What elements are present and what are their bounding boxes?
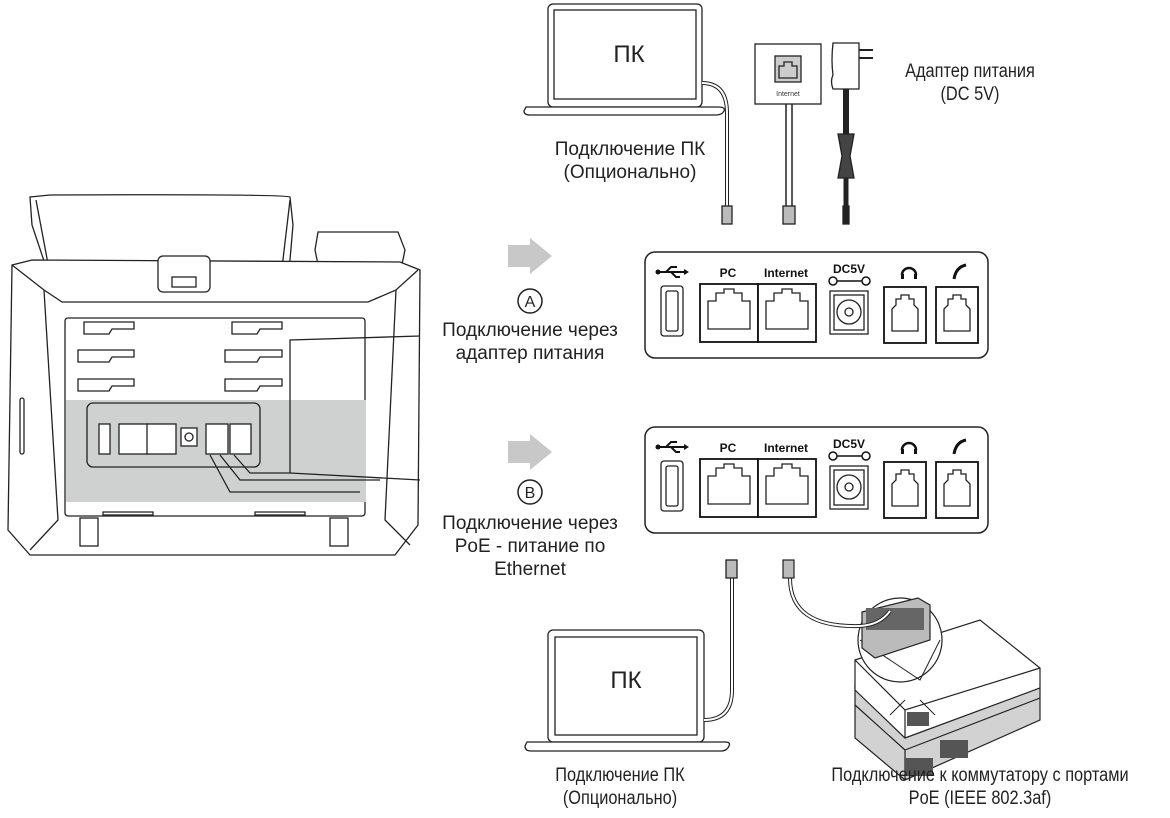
- power-adapter: [830, 42, 873, 225]
- wall-jack-label: Internet: [776, 91, 800, 98]
- badge-b: B: [517, 479, 543, 505]
- internet-port-label: Internet: [764, 441, 808, 455]
- handset-icon: [952, 263, 967, 280]
- laptop-label: ПК: [613, 41, 644, 68]
- option-b-label: Подключение через PoE - питание по Ether…: [420, 512, 640, 581]
- internet-port-label: Internet: [764, 266, 808, 280]
- arrow-a: [508, 238, 552, 274]
- internet-port: [757, 283, 817, 343]
- top-pc-connection-line2: (Опционально): [563, 162, 697, 183]
- adapter-line2: (DC 5V): [940, 84, 1000, 105]
- usb-icon: [655, 441, 689, 453]
- port-panel-a: PC Internet DC5V: [644, 251, 989, 359]
- dc-port-label: DC5V: [833, 262, 865, 276]
- bottom-pc-connection-label: Подключение ПК (Опционально): [534, 764, 706, 810]
- port-panel-b: PC Internet DC5V: [644, 426, 989, 534]
- laptop-bottom-label: ПК: [610, 667, 641, 694]
- svg-text:B: B: [525, 485, 536, 502]
- option-b-line2: PoE - питание по: [454, 536, 606, 557]
- pc-port-label: PC: [720, 441, 737, 455]
- option-a-line1: Подключение через: [442, 320, 618, 341]
- option-a-label: Подключение через адаптер питания: [420, 319, 640, 365]
- headset-icon: [900, 266, 918, 276]
- handset-icon: [952, 438, 967, 455]
- headset-icon: [900, 441, 918, 451]
- arrow-b: [508, 434, 552, 470]
- headset-port: [883, 461, 927, 519]
- top-pc-connection-label: Подключение ПК (Опционально): [530, 138, 730, 184]
- option-b-line1: Подключение через: [442, 513, 618, 534]
- adapter-line1: Адаптер питания: [905, 61, 1035, 82]
- dc-port: [829, 290, 869, 335]
- switch-line1: Подключение к коммутатору с портами: [831, 765, 1129, 786]
- bottom-pc-connection-line1: Подключение ПК: [555, 765, 685, 786]
- poe-switch: [782, 559, 1041, 781]
- pc-port-label: PC: [720, 266, 737, 280]
- laptop-bottom: [524, 559, 738, 752]
- switch-line2: PoE (IEEE 802.3af): [908, 788, 1052, 809]
- pc-port: [699, 283, 759, 343]
- internet-port: [757, 458, 817, 518]
- bottom-pc-connection-line2: (Опционально): [562, 788, 678, 809]
- usb-port: [660, 285, 684, 337]
- top-pc-connection-line1: Подключение ПК: [554, 139, 706, 160]
- handset-port: [935, 286, 979, 344]
- dc-port-label: DC5V: [833, 437, 865, 451]
- headset-port: [883, 286, 927, 344]
- dc-port: [829, 465, 869, 510]
- option-b-line3: Ethernet: [494, 559, 566, 580]
- pc-port: [699, 458, 759, 518]
- usb-icon: [655, 266, 689, 278]
- handset-port: [935, 461, 979, 519]
- badge-a: A: [517, 288, 543, 314]
- option-a-line2: адаптер питания: [455, 343, 605, 364]
- adapter-label: Адаптер питания (DC 5V): [880, 60, 1061, 106]
- usb-port: [660, 460, 684, 512]
- phone-back-view: [7, 194, 421, 556]
- wall-jack: [754, 43, 822, 225]
- svg-text:A: A: [525, 294, 536, 311]
- laptop-top: [523, 3, 733, 225]
- switch-label: Подключение к коммутатору с портами PoE …: [782, 764, 1170, 810]
